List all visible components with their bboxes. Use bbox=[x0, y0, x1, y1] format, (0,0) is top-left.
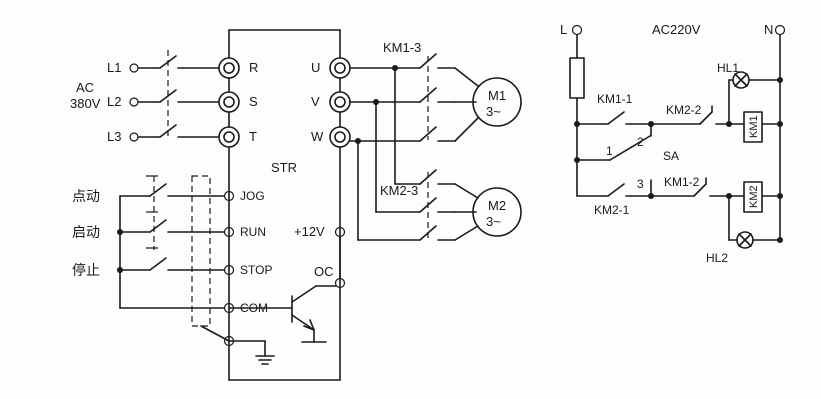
contactor-km1-3-label: KM1-3 bbox=[383, 40, 421, 55]
supply-voltage: 380V bbox=[70, 96, 101, 111]
input-terminals bbox=[218, 57, 240, 148]
contact-km2-1-label: KM2-1 bbox=[594, 203, 630, 217]
motor-m1: M1 3~ bbox=[472, 77, 522, 127]
output-terminals bbox=[329, 57, 351, 148]
control-circuit bbox=[569, 24, 786, 249]
contact-km1-1-label: KM1-1 bbox=[597, 92, 633, 106]
output-wiring bbox=[349, 65, 421, 241]
selector-pos1-label: 1 bbox=[606, 144, 613, 158]
motor-m1-name: M1 bbox=[488, 88, 506, 103]
main-breaker bbox=[129, 50, 219, 142]
oc-output bbox=[228, 226, 346, 343]
motor-m2-name: M2 bbox=[488, 198, 506, 213]
line-l-label: L bbox=[560, 22, 567, 37]
terminal-r-label: R bbox=[249, 60, 258, 75]
shield-ground bbox=[191, 175, 275, 365]
terminal-v-label: V bbox=[311, 94, 320, 109]
drive-frame bbox=[228, 29, 341, 381]
button-wiring bbox=[117, 175, 225, 309]
coil-km1-label: KM1 bbox=[748, 115, 760, 138]
terminal-stop-label: STOP bbox=[240, 263, 272, 277]
lamp-hl2-label: HL2 bbox=[706, 251, 728, 265]
motor-m2-type: 3~ bbox=[486, 214, 501, 229]
phase-l3-label: L3 bbox=[107, 129, 121, 144]
terminal-jog-label: JOG bbox=[240, 189, 265, 203]
motor-m1-type: 3~ bbox=[486, 104, 501, 119]
terminal-s-label: S bbox=[249, 94, 258, 109]
contactor-km2-3-label: KM2-3 bbox=[380, 183, 418, 198]
drive-name-label: STR bbox=[271, 160, 297, 175]
selector-pos3-label: 3 bbox=[637, 177, 644, 191]
button-start-label: 启动 bbox=[72, 225, 100, 241]
terminal-run-label: RUN bbox=[240, 225, 266, 239]
contactor-km1-3 bbox=[419, 53, 479, 142]
coil-km2-label: KM2 bbox=[748, 185, 760, 208]
supply-label: AC 380V bbox=[70, 80, 101, 111]
selector-pos2-label: 2 bbox=[637, 135, 644, 149]
phase-l2-label: L2 bbox=[107, 94, 121, 109]
contactor-km2-3 bbox=[419, 169, 479, 241]
phase-l1-label: L1 bbox=[107, 60, 121, 75]
supply-12v-label: +12V bbox=[294, 224, 325, 239]
neutral-n-label: N bbox=[764, 22, 773, 37]
selector-sa-label: SA bbox=[663, 149, 679, 163]
terminal-t-label: T bbox=[249, 129, 257, 144]
supply-ac220v-label: AC220V bbox=[652, 22, 701, 37]
oc-label: OC bbox=[314, 264, 334, 279]
terminal-w-label: W bbox=[311, 129, 324, 144]
button-stop-label: 停止 bbox=[72, 262, 100, 279]
motor-m2: M2 3~ bbox=[472, 187, 522, 237]
contact-km2-2-label: KM2-2 bbox=[666, 103, 702, 117]
button-jog-label: 点动 bbox=[72, 189, 100, 205]
terminal-u-label: U bbox=[311, 60, 320, 75]
lamp-hl1-label: HL1 bbox=[717, 61, 739, 75]
contact-km1-2-label: KM1-2 bbox=[664, 175, 700, 189]
supply-ac: AC bbox=[76, 80, 94, 95]
